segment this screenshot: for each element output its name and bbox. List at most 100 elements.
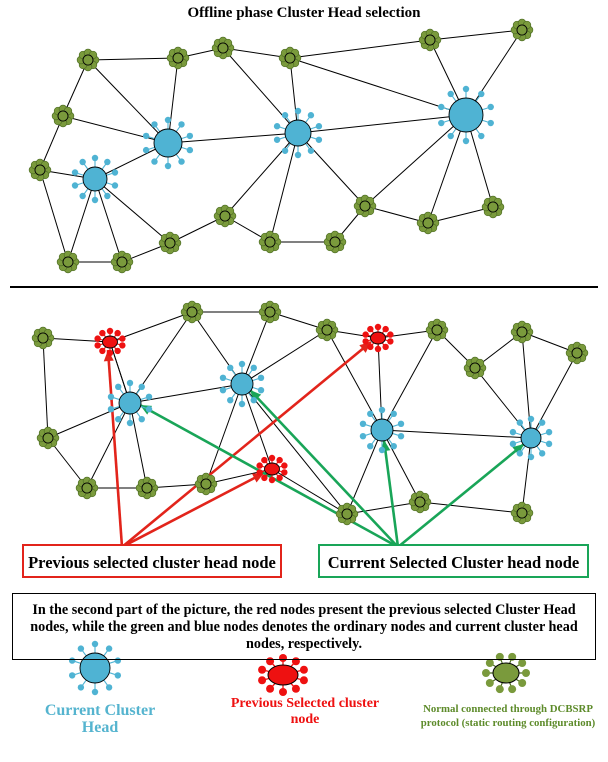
normal-node — [110, 250, 134, 274]
normal-node-tip — [482, 669, 490, 677]
cluster-head-tip — [390, 442, 397, 450]
normal-node — [565, 341, 589, 365]
cluster-head-tip — [91, 640, 99, 648]
normal-node — [481, 195, 505, 219]
cluster-head-tip — [509, 428, 517, 436]
cluster-head-tip — [79, 158, 86, 166]
cluster-head-tip — [397, 432, 405, 440]
previous-head-tip — [268, 476, 276, 484]
legend-previous-selected-label: Previous Selected cluster node — [230, 696, 380, 727]
normal-node-core — [141, 482, 153, 494]
normal-node-core — [186, 306, 198, 318]
cluster-head-tip — [294, 151, 302, 159]
arrow-shaft — [397, 442, 525, 549]
cluster-head-tip — [447, 90, 454, 98]
arrow-shaft — [106, 349, 124, 548]
normal-node-core — [424, 34, 436, 46]
cluster-head-tip — [281, 112, 289, 119]
cluster-head-tip — [307, 112, 315, 119]
arrow-head — [251, 473, 264, 483]
previous-head-core — [102, 335, 118, 349]
normal-node-core — [217, 42, 229, 54]
bottom-edge — [474, 367, 532, 439]
bottom-edge — [346, 429, 383, 515]
cluster-head-tip — [250, 364, 257, 372]
cluster-head-node — [219, 360, 265, 408]
normal-node-tip — [508, 652, 517, 661]
nodes-layer — [28, 18, 589, 696]
normal-node-core — [82, 54, 94, 66]
cluster-head-core — [370, 418, 394, 442]
normal-node — [416, 211, 440, 235]
normal-node — [51, 104, 75, 128]
cluster-head-tip — [238, 360, 246, 368]
cluster-head-tip — [438, 119, 445, 127]
normal-node — [31, 326, 55, 350]
normal-node — [353, 194, 377, 218]
previous-head-tip — [119, 335, 126, 342]
cluster-head-node — [107, 379, 153, 427]
normal-node-core — [264, 236, 276, 248]
cluster-head-node — [142, 116, 194, 170]
cluster-head-tip — [227, 396, 234, 404]
normal-node-tip — [485, 659, 494, 668]
normal-node-core — [172, 52, 184, 64]
previous-head-tip — [261, 456, 268, 464]
cluster-head-core — [79, 652, 111, 684]
previous-head-tip — [367, 343, 374, 351]
cluster-head-tip — [115, 415, 122, 423]
previous-head-tip — [374, 345, 382, 353]
normal-node-core — [487, 201, 499, 213]
cluster-head-tip — [281, 147, 289, 154]
cluster-head-tip — [250, 396, 257, 404]
previous-head-tip — [382, 325, 389, 333]
arrow-shaft — [139, 403, 399, 549]
previous-head-tip — [266, 684, 275, 693]
previous-head-tip — [281, 469, 288, 476]
normal-node-core — [62, 256, 74, 268]
normal-node-tip — [518, 678, 527, 687]
normal-node-core — [469, 362, 481, 374]
normal-node-core — [37, 332, 49, 344]
normal-node — [315, 318, 339, 342]
top-edge — [289, 39, 431, 59]
normal-node-core — [571, 347, 583, 359]
previous-head-tip — [258, 665, 267, 674]
arrows-layer — [103, 340, 525, 549]
top-edge — [62, 59, 89, 117]
previous-head-tip — [276, 456, 283, 464]
previous-head-tip — [387, 331, 394, 338]
bottom-edge — [326, 329, 383, 431]
cluster-head-tip — [142, 146, 150, 154]
normal-node-core — [42, 432, 54, 444]
cluster-head-core — [118, 391, 142, 415]
normal-node-tip — [485, 678, 494, 687]
cluster-head-node — [273, 107, 323, 159]
normal-node-core — [516, 507, 528, 519]
cluster-head-tip — [114, 657, 122, 664]
cluster-head-tip — [186, 132, 194, 140]
cluster-head-tip — [462, 85, 470, 93]
top-edge — [427, 206, 494, 224]
cluster-head-tip — [91, 196, 99, 204]
previous-head-tip — [99, 347, 106, 355]
cluster-head-tip — [527, 453, 535, 461]
bottom-edge — [47, 402, 131, 439]
normal-node — [258, 300, 282, 324]
cluster-head-tip — [294, 107, 302, 115]
cluster-head-tip — [126, 379, 134, 387]
cluster-head-tip — [164, 162, 172, 170]
normal-node — [135, 476, 159, 500]
cluster-head-core — [82, 166, 108, 192]
normal-node-core — [516, 24, 528, 36]
normal-node — [510, 501, 534, 525]
normal-node — [28, 158, 52, 182]
cluster-head-tip — [68, 657, 76, 664]
cluster-head-tip — [509, 440, 517, 448]
cluster-head-core — [448, 97, 484, 133]
normal-node — [335, 502, 359, 526]
top-edge — [94, 178, 171, 244]
normal-node — [75, 476, 99, 500]
bottom-edge — [241, 329, 328, 385]
